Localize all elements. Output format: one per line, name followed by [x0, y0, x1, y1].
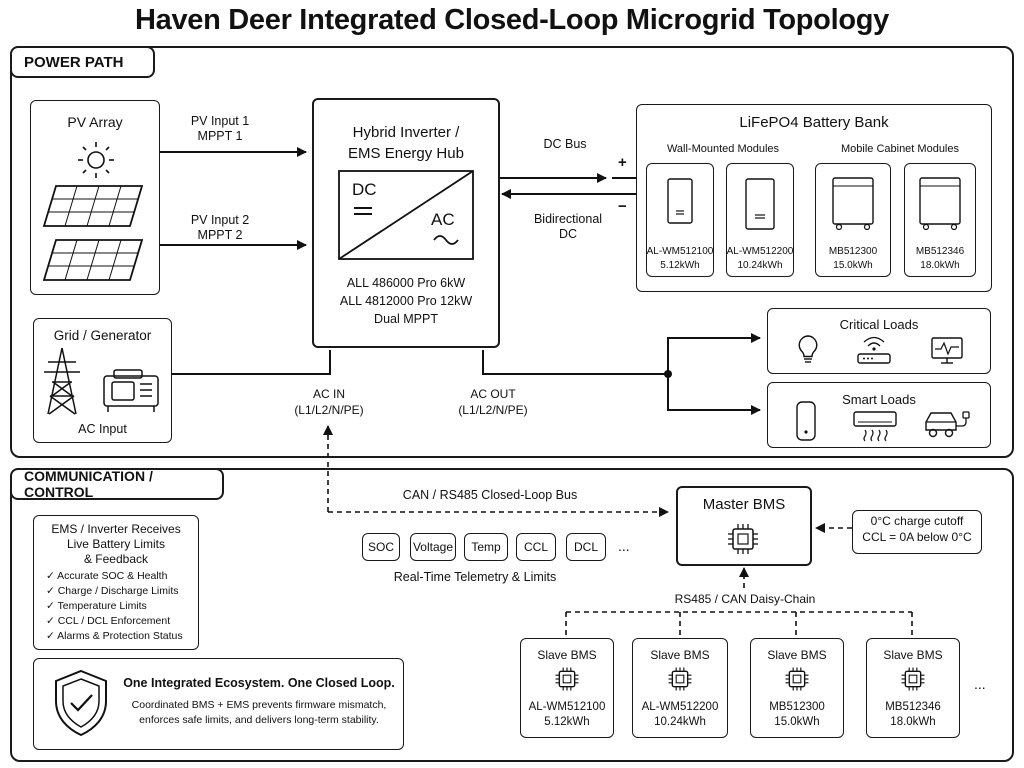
- wall-battery-icon: [745, 178, 775, 230]
- hybrid-inverter-box: [312, 98, 500, 348]
- ac-in-label: AC IN (L1/L2/N/PE): [294, 387, 364, 418]
- bidirectional-dc-label: Bidirectional DC: [533, 212, 603, 241]
- slave-bms-capacity: 18.0kWh: [890, 716, 936, 728]
- chip-icon: [785, 667, 809, 691]
- checklist-item: ✓ CCL / DCL Enforcement: [46, 615, 171, 627]
- ac-out-label: AC OUT (L1/L2/N/PE): [458, 387, 528, 418]
- chip-icon: [901, 667, 925, 691]
- telemetry-more: ...: [618, 538, 630, 554]
- cabinet-modules-label: Mobile Cabinet Modules: [840, 143, 959, 155]
- telemetry-caption: Real-Time Telemetry & Limits: [393, 570, 557, 584]
- smart-loads-title: Smart Loads: [842, 392, 916, 407]
- telemetry-tag-ccl: CCL: [516, 533, 556, 561]
- slave-bms-title: Slave BMS: [883, 648, 943, 662]
- telemetry-tag-temp: Temp: [464, 533, 508, 561]
- grid-generator-title: Grid / Generator: [53, 328, 152, 343]
- checklist-item: ✓ Accurate SOC & Health: [46, 570, 168, 582]
- checklist-item: ✓ Charge / Discharge Limits: [46, 585, 179, 597]
- can-bus-label: CAN / RS485 Closed-Loop Bus: [402, 488, 578, 502]
- slave-bms-title: Slave BMS: [537, 648, 597, 662]
- sun-icon: [78, 142, 114, 178]
- wall-mounted-label: Wall-Mounted Modules: [666, 143, 780, 155]
- dc-bus-label: DC Bus: [543, 137, 587, 151]
- battery-module-model: MB512300: [828, 246, 878, 257]
- slave-bms-capacity: 15.0kWh: [774, 716, 820, 728]
- master-bms-box: [676, 486, 812, 566]
- battery-module-model: MB512346: [915, 246, 965, 257]
- slave-bms-title: Slave BMS: [767, 648, 827, 662]
- ecosystem-body: Coordinated BMS + EMS prevents firmware …: [131, 699, 387, 726]
- grid-generator-box: [33, 318, 172, 443]
- air-conditioner-icon: [853, 411, 897, 442]
- communication-label: COMMUNICATION / CONTROL: [10, 468, 224, 500]
- ems-feedback-box: [33, 515, 199, 650]
- critical-loads-title: Critical Loads: [839, 317, 919, 332]
- checklist-item: ✓ Temperature Limits: [46, 600, 147, 612]
- power-tower-icon: [44, 347, 80, 415]
- generator-icon: [103, 369, 159, 412]
- ac-input-label: AC Input: [78, 422, 127, 436]
- dc-minus-sign: −: [618, 198, 627, 215]
- battery-module-model: AL-WM512200: [726, 246, 794, 257]
- cabinet-battery-icon: [919, 177, 961, 230]
- telemetry-tag-dcl: DCL: [566, 533, 606, 561]
- solar-panel-icon: [42, 185, 144, 227]
- wall-battery-icon: [667, 178, 693, 224]
- battery-module-card: [815, 163, 891, 277]
- inverter-models: ALL 486000 Pro 6kW ALL 4812000 Pro 12kW …: [339, 276, 473, 327]
- cabinet-battery-icon: [832, 177, 874, 230]
- slave-bms-title: Slave BMS: [650, 648, 710, 662]
- chip-icon: [668, 667, 692, 691]
- telemetry-tag-voltage: Voltage: [410, 533, 456, 561]
- chip-icon: [728, 524, 758, 554]
- ac-label: AC: [431, 210, 455, 229]
- battery-module-capacity: 15.0kWh: [833, 260, 873, 271]
- solar-panel-icon: [42, 239, 144, 281]
- battery-module-capacity: 5.12kWh: [660, 260, 700, 271]
- electric-car-icon: [925, 411, 970, 438]
- battery-module-model: AL-WM512100: [646, 246, 714, 257]
- slave-bms-model: AL-WM512100: [528, 701, 606, 713]
- charge-cutoff-box: [852, 510, 982, 554]
- dc-label: DC: [352, 180, 377, 199]
- battery-module-card: [904, 163, 976, 277]
- inverter-title: Hybrid Inverter / EMS Energy Hub: [348, 124, 464, 162]
- slave-bms-capacity: 10.24kWh: [654, 716, 706, 728]
- battery-module-capacity: 10.24kWh: [737, 260, 783, 271]
- checklist-item: ✓ Alarms & Protection Status: [46, 630, 183, 642]
- ems-feedback-title: EMS / Inverter Receives Live Battery Lim…: [51, 522, 181, 566]
- slave-bms-model: MB512300: [769, 701, 825, 713]
- daisy-chain-label: RS485 / CAN Daisy-Chain: [674, 592, 816, 606]
- ems-feedback-list: ✓ Accurate SOC & Health ✓ Charge / Disch…: [46, 569, 196, 644]
- dc-ac-converter-icon: [338, 170, 474, 260]
- battery-module-card: [646, 163, 714, 277]
- battery-bank-title: LiFePO4 Battery Bank: [739, 114, 889, 131]
- battery-module-card: [726, 163, 794, 277]
- charge-cutoff-text: 0°C charge cutoff CCL = 0A below 0°C: [862, 514, 972, 544]
- pv-input-1-label: PV Input 1 MPPT 1: [190, 114, 250, 143]
- slave-bms-capacity: 5.12kWh: [544, 716, 590, 728]
- water-heater-icon: [796, 401, 816, 441]
- ecosystem-headline: One Integrated Ecosystem. One Closed Loo…: [123, 676, 395, 690]
- page-title: Haven Deer Integrated Closed-Loop Microg…: [134, 4, 890, 36]
- router-icon: [857, 336, 891, 364]
- slave-bms-model: MB512346: [885, 701, 941, 713]
- dc-plus-sign: +: [618, 154, 627, 171]
- ecosystem-box: [33, 658, 404, 750]
- battery-module-capacity: 18.0kWh: [920, 260, 960, 271]
- master-bms-title: Master BMS: [702, 496, 786, 513]
- monitor-icon: [931, 337, 963, 364]
- pv-array-title: PV Array: [67, 114, 123, 130]
- light-bulb-icon: [798, 335, 818, 363]
- telemetry-tag-soc: SOC: [362, 533, 400, 561]
- chip-icon: [555, 667, 579, 691]
- pv-input-2-label: PV Input 2 MPPT 2: [190, 213, 250, 242]
- power-path-label: POWER PATH: [10, 46, 155, 78]
- slave-bms-model: AL-WM512200: [641, 701, 719, 713]
- slave-bms-more: ...: [974, 676, 986, 692]
- shield-check-icon: [55, 669, 107, 737]
